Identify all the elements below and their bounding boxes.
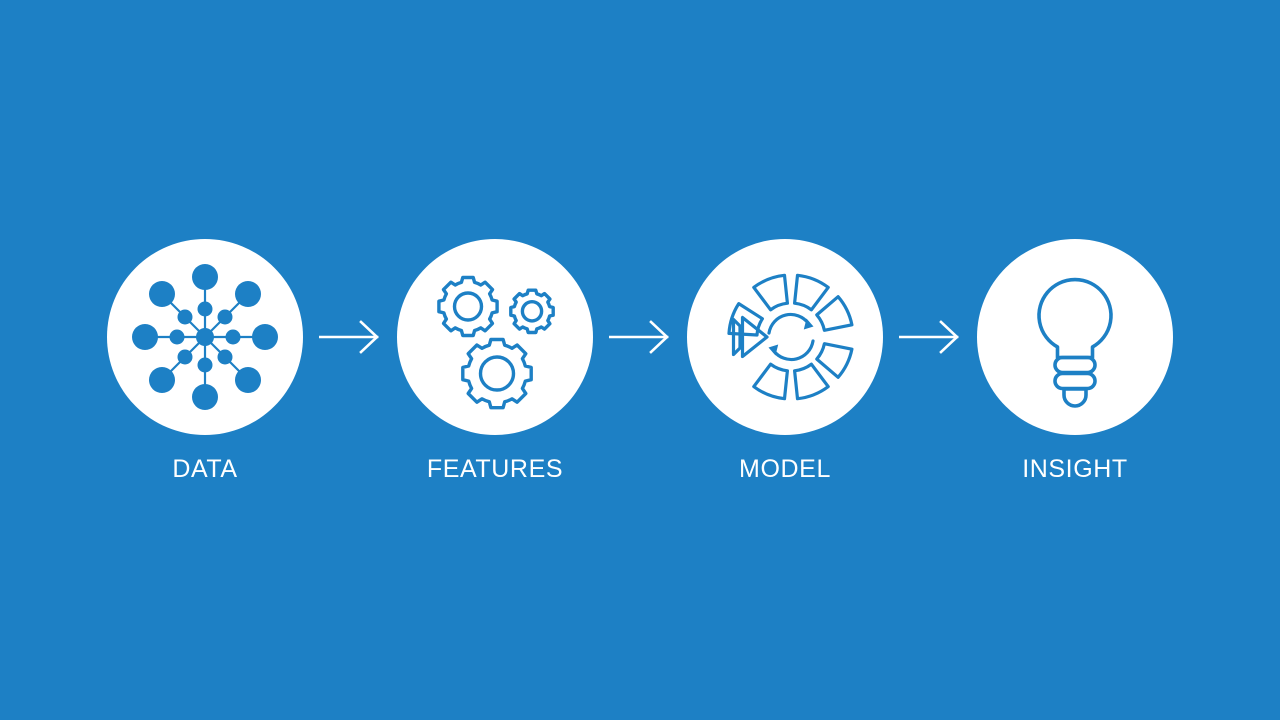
gear-large xyxy=(461,337,533,409)
step-label-features: FEATURES xyxy=(426,454,564,483)
model-cycle-icon xyxy=(727,273,854,400)
gears-icon xyxy=(437,275,555,409)
arrow-right-icon-1 xyxy=(319,319,379,354)
refresh-arrow-heads xyxy=(768,318,814,355)
step-label-insight: INSIGHT xyxy=(1022,454,1128,483)
process-step-model[interactable]: MODEL xyxy=(687,238,883,483)
arrow-right-icon-3 xyxy=(899,319,959,354)
process-step-insight[interactable]: INSIGHT xyxy=(977,238,1173,483)
step-label-data: DATA xyxy=(172,454,238,483)
gear-medium xyxy=(437,275,499,337)
step-icon-disc-data[interactable] xyxy=(107,238,303,435)
step-icon-disc-insight[interactable] xyxy=(977,238,1173,435)
disc-background xyxy=(977,238,1173,435)
ring-segments xyxy=(727,273,854,400)
play-triangles-icon xyxy=(731,315,769,358)
disc-background xyxy=(397,238,593,435)
arrow-right-icon-2 xyxy=(609,319,669,354)
step-icon-disc-features[interactable] xyxy=(397,238,593,435)
refresh-arrow-icon xyxy=(767,312,815,361)
lightbulb-icon xyxy=(1037,277,1113,408)
process-step-data[interactable]: DATA xyxy=(107,238,303,483)
network-hub-icon xyxy=(132,263,278,410)
gear-small xyxy=(509,288,555,334)
disc-background xyxy=(687,238,883,435)
process-step-features[interactable]: FEATURES xyxy=(397,238,593,483)
step-icon-disc-model[interactable] xyxy=(687,238,883,435)
step-label-model: MODEL xyxy=(739,454,831,483)
